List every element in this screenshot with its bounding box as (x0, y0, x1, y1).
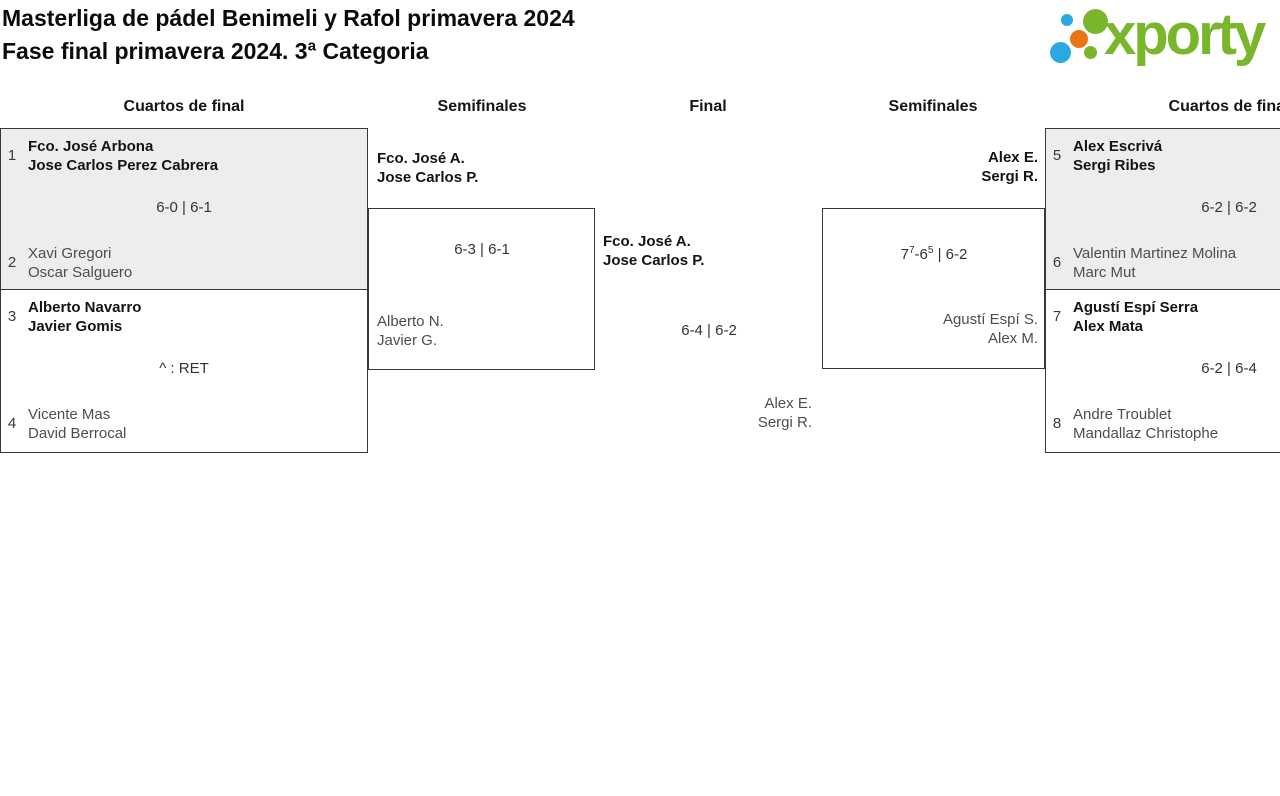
round-header-quarterfinals-right: Cuartos de final (1168, 98, 1280, 115)
team-winner: Fco. José A. Jose Carlos P. (377, 150, 479, 186)
phase-subtitle: Fase final primavera 2024. 3ª Categoria (2, 38, 429, 64)
team-winner: Agustí Espí Serra Alex Mata (1073, 299, 1199, 335)
team-loser: Xavi Gregori Oscar Salguero (28, 245, 133, 281)
match-score: 6-2 | 6-2 (1201, 199, 1257, 216)
match-score: 6-2 | 6-4 (1201, 360, 1257, 377)
logo-wordmark: xporty (1104, 2, 1266, 67)
team-loser: Valentin Martinez Molina Marc Mut (1073, 245, 1237, 281)
tiebreak-superscript: 7 (908, 245, 915, 256)
match-score: ^ : RET (159, 360, 209, 377)
logo-dot-icon (1050, 42, 1071, 63)
team-loser: Alberto N. Javier G. (377, 313, 444, 349)
team-loser: Agustí Espí S. Alex M. (942, 311, 1038, 347)
match-score: 6-3 | 6-1 (454, 241, 510, 258)
round-header-semifinals-right: Semifinales (888, 98, 978, 115)
round-header-semifinals-left: Semifinales (437, 98, 527, 115)
match-score: 77-65 | 6-2 (900, 245, 968, 263)
seed-number: 8 (1052, 415, 1062, 432)
team-winner: Fco. José A. Jose Carlos P. (603, 233, 705, 269)
logo-dot-icon (1083, 9, 1108, 34)
tiebreak-superscript: 5 (927, 245, 934, 256)
team-winner: Alex Escrivá Sergi Ribes (1073, 138, 1163, 174)
match-box-sf-left (368, 208, 595, 370)
match-box-qf-3: 5 Alex Escrivá Sergi Ribes 6-2 | 6-2 6 V… (1045, 128, 1280, 290)
seed-number: 3 (7, 308, 17, 325)
seed-number: 4 (7, 415, 17, 432)
round-header-final: Final (689, 98, 727, 115)
seed-number: 6 (1052, 254, 1062, 271)
team-winner: Fco. José Arbona Jose Carlos Perez Cabre… (28, 138, 219, 174)
match-box-sf-right (822, 208, 1045, 369)
match-box-qf-1: 1 Fco. José Arbona Jose Carlos Perez Cab… (0, 128, 368, 290)
team-loser: Andre Troublet Mandallaz Christophe (1073, 406, 1219, 442)
page-title: Masterliga de pádel Benimeli y Rafol pri… (2, 2, 575, 68)
seed-number: 5 (1052, 147, 1062, 164)
match-score: 6-4 | 6-2 (681, 322, 737, 339)
team-winner: Alex E. Sergi R. (981, 149, 1038, 185)
seed-number: 2 (7, 254, 17, 271)
tournament-title: Masterliga de pádel Benimeli y Rafol pri… (2, 5, 575, 31)
logo-dot-icon (1084, 46, 1097, 59)
round-header-quarterfinals-left: Cuartos de final (123, 98, 245, 115)
team-winner: Alberto Navarro Javier Gomis (28, 299, 142, 335)
match-box-qf-2: 3 Alberto Navarro Javier Gomis ^ : RET 4… (0, 290, 368, 453)
match-box-qf-4: 7 Agustí Espí Serra Alex Mata 6-2 | 6-4 … (1045, 290, 1280, 453)
logo-dot-icon (1061, 14, 1073, 26)
match-score: 6-0 | 6-1 (156, 199, 212, 216)
team-loser: Alex E. Sergi R. (757, 395, 812, 431)
seed-number: 7 (1052, 308, 1062, 325)
seed-number: 1 (7, 147, 17, 164)
logo-dot-icon (1070, 30, 1088, 48)
team-loser: Vicente Mas David Berrocal (28, 406, 127, 442)
